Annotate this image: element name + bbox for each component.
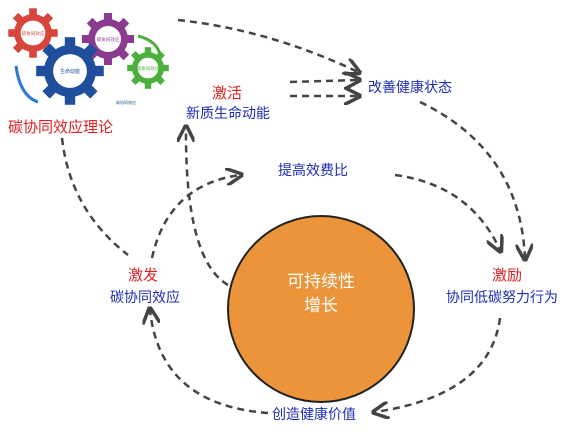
activate-text: 新质生命动能 xyxy=(186,106,270,122)
gear-label-top-middle: 碳协同效应 xyxy=(97,36,120,43)
trigger-text: 碳协同效应 xyxy=(110,290,180,306)
improve-label: 改善健康状态 xyxy=(368,80,452,96)
arrow-value-to-trigger xyxy=(150,310,269,415)
incentive-heading: 激励 xyxy=(492,266,523,284)
growth-circle-text: 可持续性 增长 xyxy=(227,270,415,318)
activate-heading: 激活 xyxy=(212,84,243,102)
growth-line-1: 可持续性 xyxy=(287,272,355,292)
arrow-trigger-to-efficiency xyxy=(150,175,240,259)
arrow-incentive-to-value xyxy=(375,317,502,412)
gear-green xyxy=(127,47,169,89)
growth-circle xyxy=(227,215,415,403)
gear-label-right: 碳协同效应 xyxy=(137,65,160,72)
gear-label-center: 生命动能 xyxy=(60,68,80,75)
theory-label: 碳协同效应理论 xyxy=(8,118,114,136)
trigger-heading: 激发 xyxy=(128,266,159,284)
arrow-circle-to-activate xyxy=(186,128,229,287)
arrow-theory-to-trigger xyxy=(60,137,129,256)
arrow-gears-to-improve xyxy=(177,18,358,72)
arrow-improve-to-incentive xyxy=(419,100,525,258)
gears-icon: 碳协同效应 碳协同效应 生命动能 碳协同效应 碳协同效应 xyxy=(8,8,169,105)
arrow-activate-to-improve-1 xyxy=(289,80,358,82)
swoosh-green xyxy=(137,34,162,57)
value-label: 创造健康价值 xyxy=(272,407,356,423)
arrow-efficiency-to-incentive xyxy=(394,173,500,250)
growth-line-2: 增长 xyxy=(304,296,338,316)
efficiency-label: 提高效费比 xyxy=(278,163,348,179)
gear-blue xyxy=(36,37,104,105)
incentive-text: 协同低碳努力行为 xyxy=(446,290,558,306)
gear-label-bottom: 碳协同效应 xyxy=(116,99,136,105)
gear-purple xyxy=(82,13,134,65)
gear-red xyxy=(8,8,58,58)
swoosh-blue xyxy=(14,65,39,104)
gear-label-top-left: 碳协同效应 xyxy=(22,30,45,37)
